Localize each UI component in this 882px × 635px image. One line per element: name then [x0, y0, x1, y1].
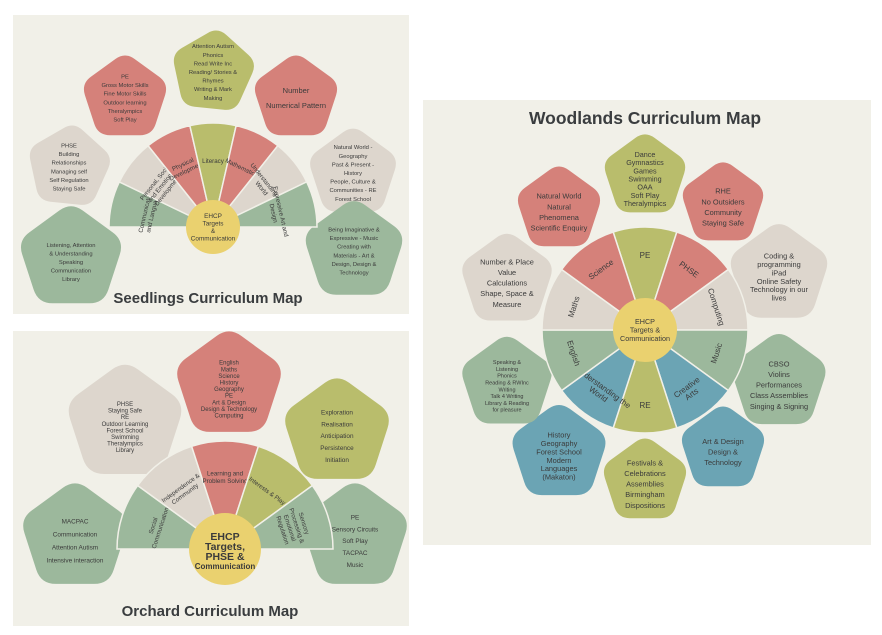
petal-maths-shape: [462, 233, 552, 321]
petal-utw-shape: [310, 128, 396, 212]
wedge-label-3: Literacy: [202, 158, 225, 165]
wedge-6: [212, 180, 318, 228]
petal-creative-shape: [681, 406, 765, 487]
orchard-title: Orchard Curriculum Map: [122, 603, 299, 620]
petal-social-shape: [23, 483, 127, 584]
petal-independence-shape: [68, 364, 182, 474]
wedge-label-0: PE: [640, 251, 651, 260]
woodlands-title: Woodlands Curriculum Map: [529, 108, 761, 128]
wedge-label-5: RE: [639, 401, 650, 410]
wedge-9: [560, 231, 647, 332]
petal-interests-shape: [285, 378, 389, 479]
petal-computing-shape: [730, 224, 828, 318]
petal-phse-shape: [682, 162, 764, 241]
petal-pd-shape: [83, 55, 167, 136]
seedlings-title: Seedlings Curriculum Map: [113, 290, 302, 307]
center-circle: [186, 200, 240, 254]
petal-learning-shape: [177, 331, 281, 432]
petal-pe-shape: [604, 134, 686, 213]
center-circle: [189, 513, 261, 585]
petal-utw-shape: [512, 404, 606, 496]
petal-english-shape: [462, 336, 552, 424]
petal-re-shape: [603, 438, 687, 519]
petal-cl-shape: [20, 206, 122, 304]
petal-literacy-shape: [173, 30, 254, 110]
petal-music-shape: [732, 333, 826, 425]
petal-maths-shape: [254, 55, 338, 136]
center-circle: [613, 298, 677, 362]
petal-psed-shape: [29, 125, 110, 205]
petal-sensory-shape: [303, 483, 407, 584]
petal-ead-shape: [305, 201, 403, 295]
petal-science-shape: [517, 166, 601, 247]
